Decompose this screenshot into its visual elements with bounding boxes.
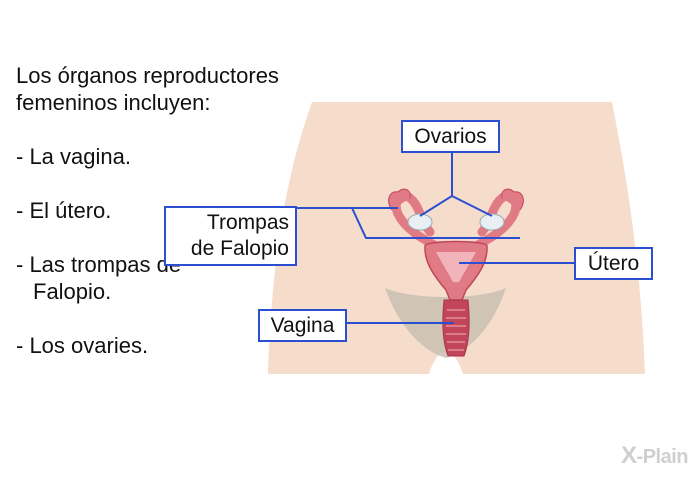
intro-text: Los órganos reproductores femeninos incl… xyxy=(16,63,279,115)
label-utero: Útero xyxy=(574,247,653,280)
bullet-trompas: - Las trompas de Falopio. xyxy=(16,251,316,305)
uterine-cavity xyxy=(436,252,476,282)
bullet-trompas-line2: Falopio. xyxy=(33,279,112,304)
right-ovary xyxy=(479,213,505,231)
bullet-vagina: - La vagina. xyxy=(16,144,131,169)
label-vagina-text: Vagina xyxy=(270,314,335,337)
label-ovarios: Ovarios xyxy=(401,120,500,153)
bullet-ovarios: - Los ovaries. xyxy=(16,333,149,358)
description-text: Los órganos reproductores femeninos incl… xyxy=(16,62,316,386)
left-ovary xyxy=(407,213,433,231)
right-fimbriae xyxy=(501,188,524,211)
vaginal-rugae xyxy=(446,309,466,351)
xplain-logo: X-Plain xyxy=(621,442,688,470)
label-utero-text: Útero xyxy=(587,252,640,275)
label-ovarios-text: Ovarios xyxy=(414,125,487,148)
left-fimbriae xyxy=(388,188,411,211)
leader-lines xyxy=(293,150,576,324)
bullet-utero: - El útero. xyxy=(16,198,112,223)
bullet-trompas-line1: - Las trompas de xyxy=(16,252,182,277)
trompas-leader xyxy=(293,207,520,239)
label-trompas-line1: Trompas xyxy=(206,211,289,234)
label-trompas: Trompas de Falopio xyxy=(164,206,297,266)
logo-text: -Plain xyxy=(636,446,689,468)
ovarios-leader xyxy=(419,150,493,217)
label-trompas-line2: de Falopio xyxy=(190,237,289,260)
label-vagina: Vagina xyxy=(258,309,347,342)
logo-x: X xyxy=(621,442,637,469)
vagina-canal xyxy=(442,299,470,357)
